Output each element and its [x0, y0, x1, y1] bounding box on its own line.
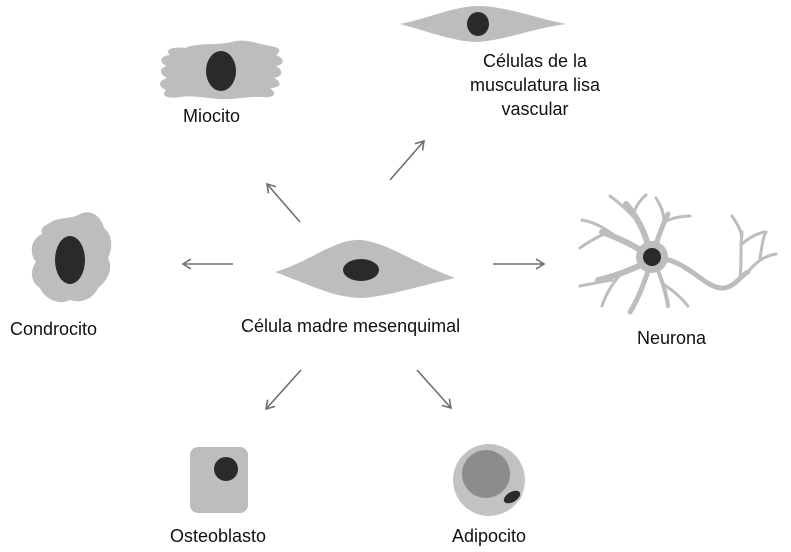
- smooth-muscle-label: Células de la musculatura lisa vascular: [470, 49, 600, 121]
- mesenchymal-stem-cell: [275, 240, 455, 298]
- osteoblast: [190, 447, 248, 513]
- smooth-muscle-cell: [400, 6, 566, 42]
- osteoblast-nucleus: [214, 457, 238, 481]
- neuron-nucleus: [643, 248, 661, 266]
- smooth-muscle-label-line-3: vascular: [470, 97, 600, 121]
- arrow-to-osteoblasto: [266, 370, 301, 409]
- condrocito-label: Condrocito: [10, 317, 97, 341]
- myocyte-nucleus: [206, 51, 236, 91]
- smooth-muscle-label-line-2: musculatura lisa: [470, 73, 600, 97]
- osteoblasto-label: Osteoblasto: [170, 524, 266, 548]
- center-label: Célula madre mesenquimal: [241, 314, 460, 338]
- neuron: [580, 195, 776, 312]
- arrow-to-miocito: [267, 184, 300, 222]
- arrow-to-adipocito: [417, 370, 451, 408]
- chondrocyte-nucleus: [55, 236, 85, 284]
- neurona-label: Neurona: [637, 326, 706, 350]
- adipocyte: [453, 444, 525, 516]
- smooth-muscle-nucleus: [467, 12, 489, 36]
- miocito-label: Miocito: [183, 104, 240, 128]
- myocyte: [160, 41, 283, 100]
- adipocito-label: Adipocito: [452, 524, 526, 548]
- adipocyte-lipid-droplet: [462, 450, 510, 498]
- stem-cell-nucleus: [343, 259, 379, 281]
- arrow-to-smooth-muscle: [390, 141, 424, 180]
- smooth-muscle-label-line-1: Células de la: [470, 49, 600, 73]
- osteoblast-icon: [190, 447, 248, 513]
- neuron-icon: [580, 195, 776, 312]
- chondrocyte: [32, 212, 112, 302]
